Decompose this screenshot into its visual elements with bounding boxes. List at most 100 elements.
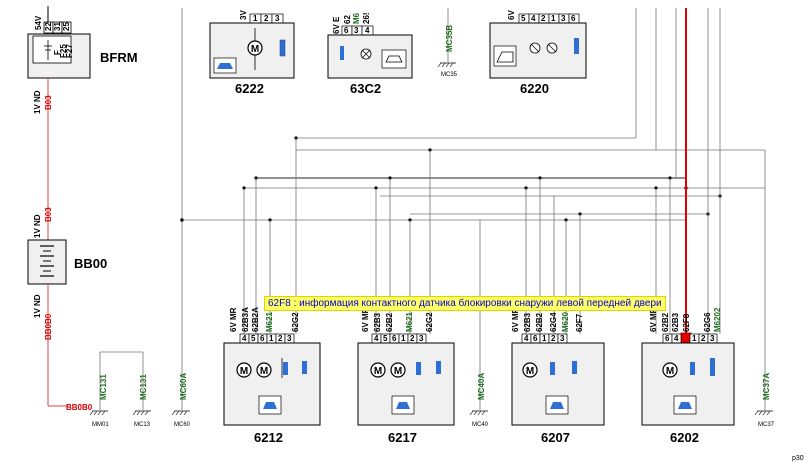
bfrm-fuse: F27 [65, 44, 74, 58]
pin-label: 4 [531, 14, 536, 23]
pin-label: 4 [674, 334, 679, 343]
car-icon [385, 55, 403, 63]
component-label: 6212 [254, 430, 283, 445]
ground-code: MC35B [445, 25, 454, 52]
ground-icon [132, 410, 152, 416]
ground-code: MC60A [179, 373, 188, 400]
wire-code: 62B3 [373, 312, 382, 332]
ground-ref: MC40 [472, 422, 489, 428]
wire-code: BB0B0 [44, 313, 53, 340]
pin-label: 1 [542, 334, 547, 343]
pin-label: 6 [571, 14, 576, 23]
ground-code: MC131 [139, 374, 148, 400]
pin-label: 5 [383, 334, 388, 343]
component-6217[interactable] [357, 150, 455, 426]
bfrm-pin: 25 [62, 22, 71, 31]
pin-label: 2 [701, 334, 706, 343]
motor-icon [247, 40, 263, 56]
door-icon [678, 402, 692, 409]
ground-icon [469, 410, 489, 416]
pin-label: 2 [551, 334, 556, 343]
ground-icon [171, 410, 191, 416]
wire-code: B03 [44, 95, 53, 110]
wire-code: 62B2 [385, 312, 394, 332]
pin-label: 1 [401, 334, 406, 343]
door-icon [496, 51, 514, 63]
ground-ref: MC13 [134, 422, 151, 428]
ground-ref: MC37 [758, 422, 775, 428]
pin-label: 4 [524, 334, 529, 343]
wire-code: M6 [352, 12, 361, 24]
switch-icon [572, 361, 577, 374]
wire-voltage: 1V ND [33, 214, 42, 238]
wire-code: 62B2 [661, 312, 670, 332]
component-6220[interactable] [489, 13, 587, 79]
component-label: 6207 [541, 430, 570, 445]
wire-code: B03 [44, 207, 53, 222]
bfrm-fuse: F [53, 50, 62, 55]
component-voltage: 6V [507, 10, 516, 20]
door-icon [263, 402, 277, 409]
pin-label: 6 [344, 26, 349, 35]
bfrm-pin: 31 [53, 22, 62, 31]
component-voltage: 6V MR [361, 307, 370, 332]
switch-icon [690, 362, 695, 375]
pin-label: 2 [264, 14, 269, 23]
ground-ref: MM01 [92, 422, 109, 428]
ground-icon [437, 62, 457, 68]
bfrm-voltage: 54V [34, 15, 43, 30]
wire-code: 62G4 [549, 312, 558, 332]
ground-icon [754, 410, 774, 416]
wire-code: M620 [561, 311, 570, 332]
wire-code: 62B2 [535, 312, 544, 332]
wire-code: 62G6 [703, 312, 712, 332]
wire-code: M621 [265, 311, 274, 332]
pin-highlight [680, 332, 692, 344]
component-6212[interactable] [223, 138, 321, 426]
ground-code: MC40A [477, 373, 486, 400]
component-6202[interactable] [641, 178, 735, 426]
ground-code: MC37A [762, 373, 771, 400]
pin-label: 6 [665, 334, 670, 343]
pin-label: 1 [269, 334, 274, 343]
page-mark: p30 [792, 455, 804, 462]
ground-code: MC131 [99, 374, 108, 400]
component-6222[interactable] [209, 13, 295, 79]
bfrm-pin: 22 [44, 22, 53, 31]
pin-label: 6 [392, 334, 397, 343]
component-voltage: 6V MR [229, 307, 238, 332]
wire-tooltip: 62F8 : информация контактного датчика бл… [264, 296, 666, 311]
pin-label: 3 [561, 14, 566, 23]
component-6207[interactable] [511, 178, 605, 426]
ground-ref: MC35 [441, 72, 458, 78]
motor-icon [390, 362, 406, 378]
wire-code: 26! [362, 12, 371, 24]
door-icon [550, 402, 564, 409]
component-voltage: 6V MR [511, 307, 520, 332]
bfrm-label: BFRM [100, 50, 138, 65]
switch-icon [710, 358, 715, 376]
pin-label: 6 [260, 334, 265, 343]
switch-icon [436, 361, 441, 374]
bb00-box[interactable] [27, 239, 67, 285]
component-label: 6202 [670, 430, 699, 445]
component-label: 6220 [520, 81, 549, 96]
component-63c2[interactable] [327, 25, 413, 79]
wire-voltage: 1V ND [33, 294, 42, 318]
component-label: 63C2 [350, 81, 381, 96]
switch-icon [340, 46, 344, 60]
pin-label: 5 [251, 334, 256, 343]
wire-code: 62F7 [575, 313, 584, 332]
wire-code: 62G2 [291, 312, 300, 332]
pin-label: 4 [242, 334, 247, 343]
car-icon [217, 63, 233, 69]
pin-label: 2 [278, 334, 283, 343]
pin-label: 4 [365, 26, 370, 35]
switch-icon [279, 39, 286, 57]
wire-code: 62 [343, 15, 352, 24]
component-voltage: 6V E [332, 16, 341, 34]
motor-icon [256, 362, 272, 378]
wire-code: 62G2 [425, 312, 434, 332]
bfrm-pin-headers: 22 31 25 [43, 22, 72, 34]
